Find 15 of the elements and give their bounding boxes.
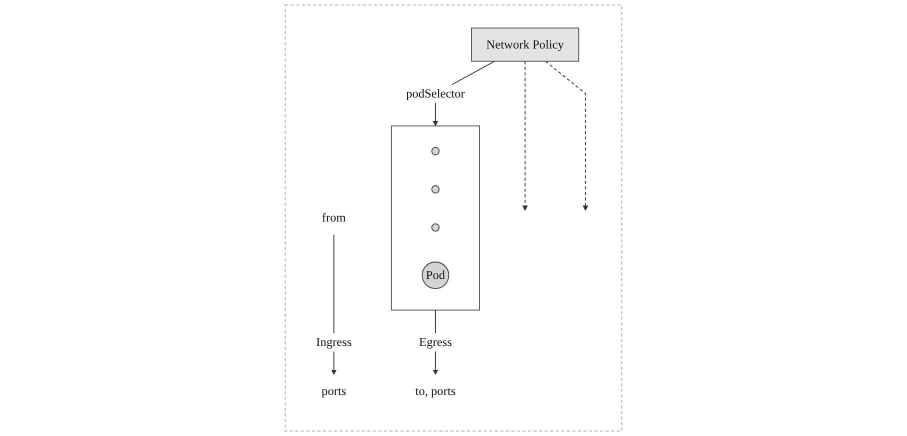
cluster: [284, 4, 622, 432]
arrow: [522, 60, 528, 211]
cluster: [390, 125, 480, 311]
node-text: to, ports: [415, 384, 456, 398]
node-circle: [431, 147, 440, 156]
node-text: ports: [322, 384, 346, 398]
node-circle: [431, 223, 440, 232]
arrow: [545, 60, 588, 211]
edge-label: podSelector: [406, 86, 465, 100]
node-text: from: [322, 211, 346, 225]
node-circle: Pod: [422, 262, 450, 289]
edge-label: Ingress: [316, 336, 352, 350]
node-circle: [431, 185, 440, 194]
edge-label: Egress: [419, 336, 452, 350]
node-box: Network Policy: [471, 28, 580, 62]
